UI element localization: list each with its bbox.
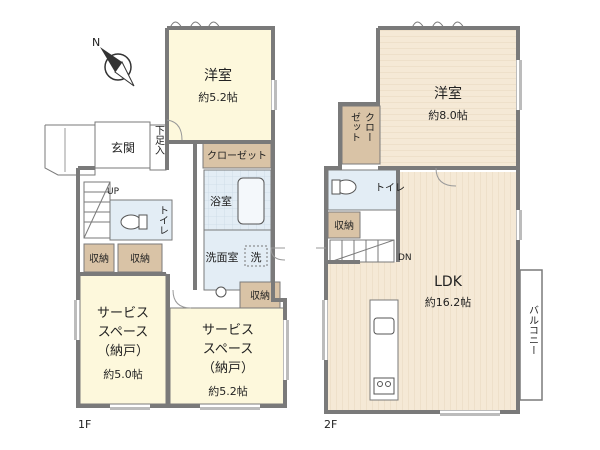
f2-floor-label: 2F	[324, 418, 337, 431]
f1-wash-label: 洗	[251, 251, 262, 264]
f1-western-room	[167, 30, 271, 142]
compass-north-label: N	[92, 36, 100, 49]
f1-service-right-line3: （納戸）	[202, 361, 254, 376]
f1-service-right-line2: スペース	[203, 342, 253, 357]
f1-service-left-line1: サービス	[97, 306, 149, 321]
f1-windows	[74, 21, 289, 410]
f1-service-right-size: 約5.2帖	[208, 384, 248, 398]
f1-walls	[76, 26, 287, 408]
f1-closet-label: クローゼット	[207, 150, 267, 162]
f1-storage-a-label: 収納	[89, 252, 109, 265]
f1-storage-a	[83, 243, 115, 273]
f1-storage-b	[117, 243, 163, 273]
f1-entrance-label: 玄関	[111, 140, 135, 155]
f1-service-space-left	[79, 273, 167, 405]
f1-doors	[166, 119, 286, 309]
f1-service-right-line1: サービス	[202, 323, 254, 338]
floor-1: 洋室 約5.2帖 クローゼット 玄関 下足入 UP トイレ 浴室 洗面室 洗 収…	[44, 21, 289, 431]
stove-icon	[373, 377, 395, 395]
f1-washroom	[203, 229, 272, 291]
f1-toilet-label: トイレ	[157, 205, 169, 235]
f1-shoe-storage-label: 下足入	[153, 125, 165, 155]
f1-service-space-right	[169, 307, 285, 405]
washbasin-icon	[215, 286, 227, 298]
f1-bath-label: 浴室	[210, 194, 232, 208]
f1-washroom-label: 洗面室	[206, 250, 239, 264]
f1-service-left-size: 約5.0帖	[103, 367, 143, 381]
f2-doors	[316, 167, 457, 249]
f2-western-size: 約8.0帖	[428, 108, 468, 122]
f2-storage-label: 収納	[334, 219, 354, 232]
washing-machine-icon	[244, 245, 268, 267]
f2-balcony-label: バルコニー	[527, 305, 539, 355]
f2-ldk-size: 約16.2帖	[425, 295, 472, 309]
f2-closet-col1: クロー	[363, 112, 374, 142]
f1-stairs	[83, 181, 111, 239]
f2-western-room	[380, 30, 516, 168]
f1-storage-b-label: 収納	[130, 252, 150, 265]
f2-ldk-label: LDK	[434, 274, 463, 290]
bathtub-icon	[237, 177, 265, 225]
f1-entrance	[94, 121, 151, 169]
floor-2: 洋室 約8.0帖 クロー ゼット トイレ 収納 DN LDK 約16.2帖 バル…	[316, 21, 543, 431]
f1-floor-label: 1F	[78, 418, 91, 431]
toilet-icon	[120, 214, 148, 230]
f2-closet-col2: ゼット	[349, 112, 361, 142]
f2-walls	[324, 26, 520, 414]
f2-toilet-label: トイレ	[375, 183, 405, 194]
f1-up-label: UP	[107, 187, 120, 197]
f2-western-label: 洋室	[434, 85, 462, 102]
f2-dn-label: DN	[398, 253, 412, 263]
f2-storage	[327, 211, 361, 239]
kitchen-sink-icon	[373, 317, 395, 335]
f1-western-label: 洋室	[204, 67, 232, 84]
f2-windows	[322, 21, 522, 416]
f1-service-left-line2: スペース	[98, 325, 148, 340]
f2-ldk-main	[398, 172, 516, 410]
compass-icon: N	[92, 36, 135, 87]
f1-western-size: 約5.2帖	[198, 90, 238, 104]
f2-stairs	[329, 239, 395, 263]
toilet-icon	[331, 179, 357, 195]
f1-storage-c-label: 収納	[250, 289, 270, 302]
f1-service-left-line3: （納戸）	[97, 344, 149, 359]
